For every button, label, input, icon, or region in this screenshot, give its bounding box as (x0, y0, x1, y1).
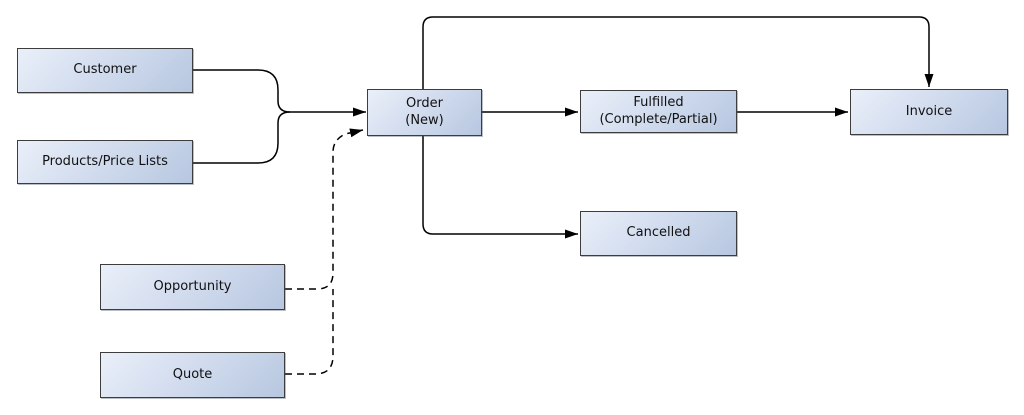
node-opportunity-label: Opportunity (153, 278, 232, 294)
node-products-price-lists-label: Products/Price Lists (42, 153, 168, 169)
edge-order-to-invoice-top-loop (422, 16, 934, 89)
node-quote-label: Quote (172, 366, 213, 382)
node-fulfilled: Fulfilled (Complete/Partial) (580, 90, 737, 133)
node-fulfilled-label: Fulfilled (Complete/Partial) (599, 94, 718, 127)
node-order-new-label: Order (New) (405, 95, 444, 128)
edge-products-to-order (193, 111, 291, 164)
edge-quote-to-order (285, 289, 334, 375)
node-cancelled-label: Cancelled (626, 225, 691, 241)
node-quote: Quote (100, 352, 285, 398)
node-invoice-label: Invoice (905, 103, 953, 119)
edge-order-to-cancelled (422, 136, 578, 239)
edge-customer-to-order (193, 69, 366, 117)
node-order-new: Order (New) (367, 89, 482, 136)
node-customer: Customer (17, 48, 193, 93)
node-invoice: Invoice (850, 89, 1008, 135)
node-cancelled: Cancelled (580, 211, 737, 256)
node-products-price-lists: Products/Price Lists (17, 140, 193, 184)
edge-opportunity-to-order (285, 128, 364, 290)
node-opportunity: Opportunity (100, 264, 285, 310)
node-customer-label: Customer (73, 62, 137, 78)
